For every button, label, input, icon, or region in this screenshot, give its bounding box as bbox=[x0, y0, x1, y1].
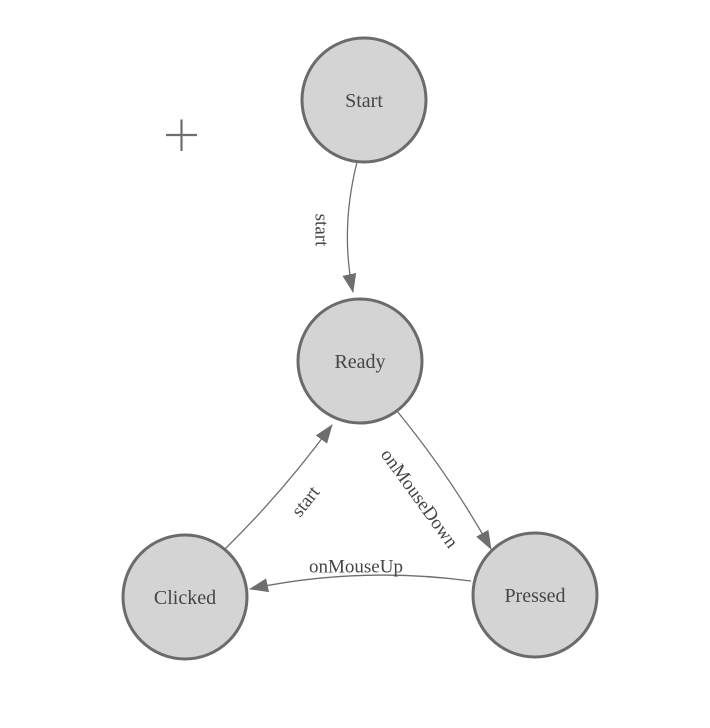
edge-path[interactable] bbox=[224, 424, 333, 550]
transition-ready-to-pressed[interactable]: onMouseDown bbox=[376, 410, 492, 553]
state-circle[interactable] bbox=[300, 36, 428, 164]
state-circle[interactable] bbox=[471, 531, 599, 659]
transition-clicked-to-ready[interactable]: start bbox=[224, 424, 333, 550]
edge-path[interactable] bbox=[342, 161, 358, 293]
edge-label-start-2: start bbox=[288, 482, 325, 521]
transition-start-to-ready[interactable]: start bbox=[310, 161, 358, 293]
transition-pressed-to-clicked[interactable]: onMouseUp bbox=[249, 557, 472, 593]
state-label-start: Start bbox=[345, 90, 383, 112]
edge-label-onmousedown: onMouseDown bbox=[376, 445, 462, 553]
state-node-ready[interactable]: Ready bbox=[296, 297, 424, 425]
state-label-pressed: Pressed bbox=[504, 585, 565, 607]
edge-label-start: start bbox=[310, 214, 331, 247]
state-label-clicked: Clicked bbox=[154, 587, 216, 609]
state-node-start[interactable]: Start bbox=[300, 36, 428, 164]
state-node-clicked[interactable]: Clicked bbox=[121, 533, 249, 661]
state-circle[interactable] bbox=[296, 297, 424, 425]
edge-path[interactable] bbox=[396, 410, 492, 550]
state-node-pressed[interactable]: Pressed bbox=[471, 531, 599, 659]
edge-path[interactable] bbox=[249, 574, 472, 593]
edge-label-onmouseup: onMouseUp bbox=[309, 557, 403, 578]
plus-crosshair-icon bbox=[166, 119, 197, 151]
state-label-ready: Ready bbox=[334, 351, 385, 373]
state-circle[interactable] bbox=[121, 533, 249, 661]
